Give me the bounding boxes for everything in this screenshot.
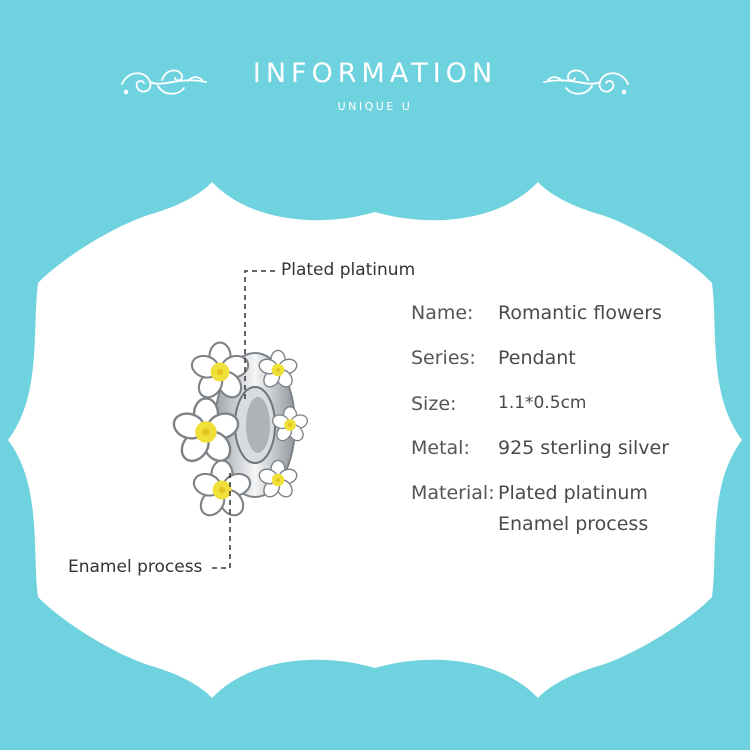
spec-value-metal: 925 sterling silver (498, 437, 670, 459)
callout-plated-platinum: Plated platinum (281, 260, 416, 280)
header: INFORMATION UNIQUE U (0, 0, 750, 140)
spec-label-series: Series: (411, 347, 476, 369)
spec-value-size: 1.1*0.5cm (498, 393, 587, 413)
spec-label-metal: Metal: (411, 437, 470, 459)
spec-label-material: Material: (411, 482, 495, 504)
spec-value-name: Romantic flowers (498, 302, 662, 324)
page-title: INFORMATION (252, 58, 498, 89)
spec-label-size: Size: (411, 393, 457, 415)
callout-enamel-process: Enamel process (68, 557, 203, 577)
flower-charm-image (169, 341, 310, 521)
spec-value-series: Pendant (498, 347, 576, 369)
flourish-left-icon (121, 69, 207, 95)
spec-label-name: Name: (411, 302, 474, 324)
spec-value-material-2: Enamel process (498, 513, 649, 535)
page-subtitle: UNIQUE U (337, 100, 413, 113)
spec-value-material: Plated platinum (498, 482, 648, 504)
flourish-right-icon (543, 69, 629, 95)
